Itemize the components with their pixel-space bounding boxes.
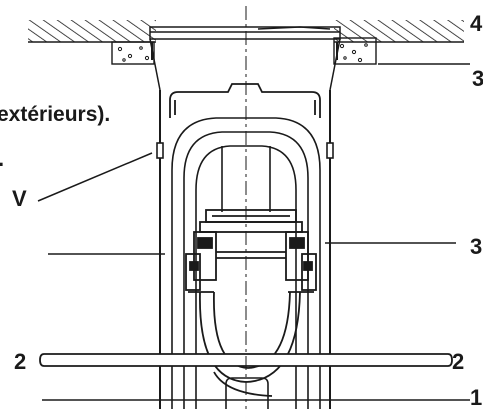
ground-slab: [28, 20, 464, 43]
note-dot-fragment: .: [0, 146, 4, 171]
callout-2-right: 2: [452, 349, 464, 374]
callout-1: 1: [470, 385, 482, 409]
callout-2-left: 2: [14, 349, 26, 374]
base-outlet: [225, 377, 269, 409]
gravel-block-left: [111, 41, 155, 65]
gravel-block-right: [333, 37, 377, 65]
callout-3-middle: 3: [470, 234, 482, 259]
lid-frame: [149, 26, 341, 91]
inner-shoulder: [169, 83, 321, 118]
valve-assembly: [185, 209, 317, 293]
callout-4: 4: [470, 11, 483, 36]
note-text-fragment: extérieurs).: [0, 103, 110, 126]
leader-lines: [37, 63, 470, 401]
callout-v: V: [12, 186, 27, 211]
hose-loop: [199, 291, 301, 397]
wall-brackets: [156, 142, 334, 159]
callout-3-upper: 3: [472, 66, 483, 91]
